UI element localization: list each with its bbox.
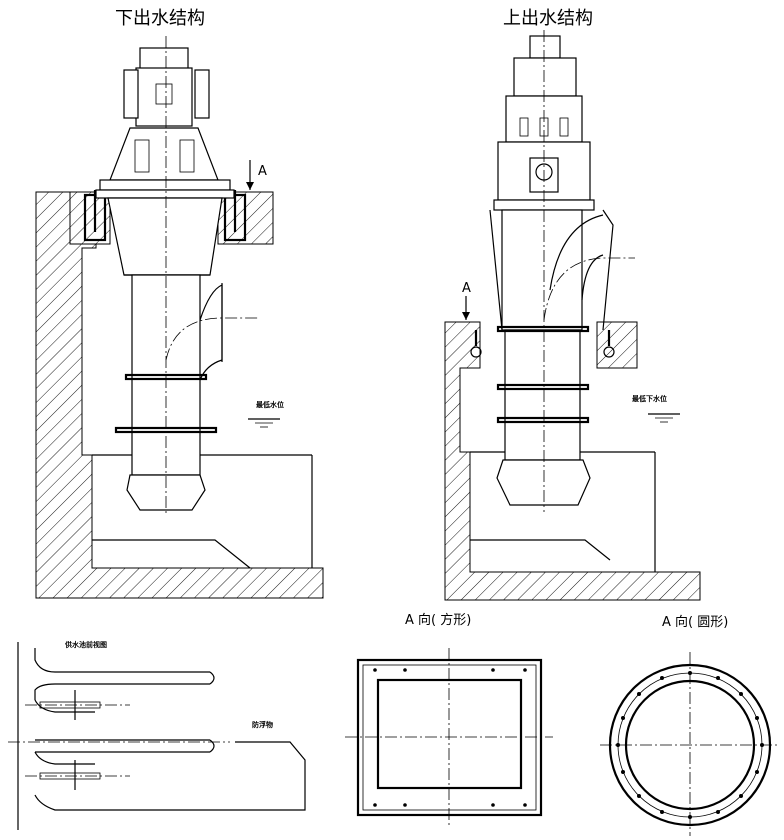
plan-screen-label: 防浮物: [252, 720, 273, 729]
arrow-a-label-right: A: [462, 281, 471, 296]
water-level-label-right: 最低下水位: [632, 394, 667, 403]
view-round-label: A 向( 圆形): [662, 614, 728, 630]
right-pump: [462, 30, 680, 512]
round-flange-view: [600, 652, 780, 836]
left-pump: [95, 36, 280, 515]
plan-intake-label: 供水池前视图: [64, 640, 107, 649]
water-level-label-left: 最低水位: [256, 400, 284, 409]
right-pump-pit: [444, 321, 701, 601]
left-pump-pit: [35, 190, 324, 599]
intake-plan-view: [8, 642, 306, 830]
square-flange-view: [345, 648, 553, 828]
arrow-a-label-left: A: [258, 164, 267, 179]
title-top-outlet: 上出水结构: [503, 8, 593, 29]
view-square-label: A 向( 方形): [405, 612, 471, 628]
title-bottom-outlet: 下出水结构: [115, 8, 205, 29]
